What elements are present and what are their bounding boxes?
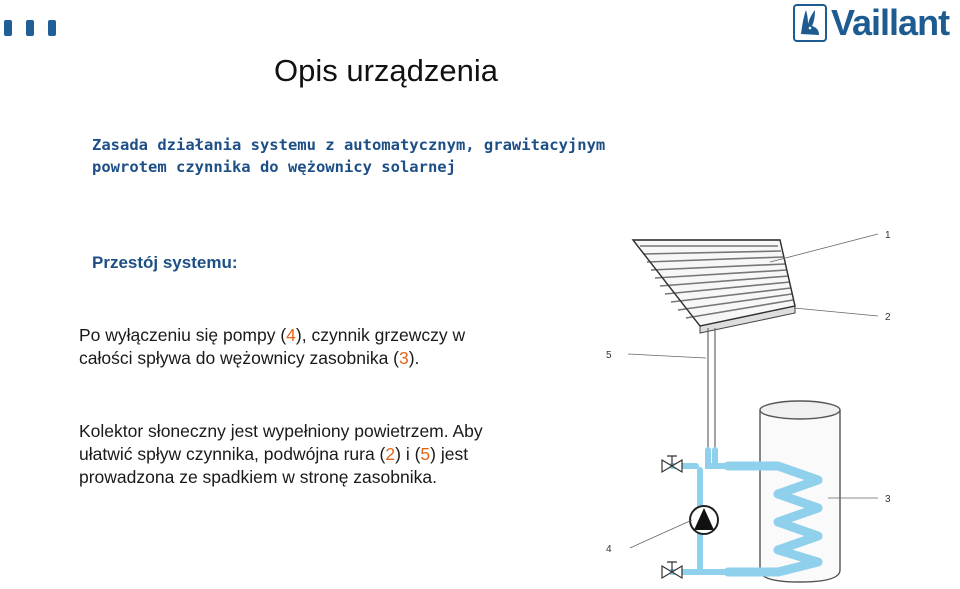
ref-number: 4 [286, 325, 296, 345]
page-title: Opis urządzenia [274, 53, 499, 88]
text-segment: ), czynnik grzewczy w całości spływa do … [79, 325, 466, 368]
valve-icon [661, 561, 683, 580]
pump-icon [689, 505, 719, 535]
text-segment: ). [408, 348, 420, 368]
solar-collector [631, 239, 796, 334]
callout-3: 3 [885, 494, 891, 505]
paragraph-shutdown: Po wyłączeniu się pompy (4), czynnik grz… [79, 324, 479, 370]
double-pipe [707, 328, 716, 450]
subtitle-line-2: powrotem czynnika do wężownicy solarnej [92, 158, 456, 176]
heat-exchanger-coil [723, 461, 823, 577]
callout-1: 1 [885, 230, 891, 241]
section-heading: Przestój systemu: [92, 253, 238, 272]
ref-number: 5 [420, 444, 431, 464]
nav-dot [26, 20, 34, 36]
ref-number: 3 [399, 348, 409, 368]
callout-4: 4 [606, 544, 612, 555]
text-segment: ) i ( [395, 444, 421, 464]
valve-icon [661, 455, 683, 474]
text-segment: ) jest prowadzona ze spadkiem w stronę z… [79, 444, 469, 487]
text-segment: Kolektor słoneczny jest wypełniony powie… [79, 421, 483, 464]
logo-text: Vaillant [831, 2, 950, 43]
text-segment: Po wyłączeniu się pompy ( [79, 325, 287, 345]
subtitle-line-1: Zasada działania systemu z automatycznym… [92, 136, 606, 154]
nav-dot [48, 20, 56, 36]
nav-dot [4, 20, 12, 36]
subtitle: Zasada działania systemu z automatycznym… [92, 134, 605, 178]
callout-5: 5 [606, 350, 612, 361]
nav-dots [4, 20, 56, 36]
callout-2: 2 [885, 312, 891, 323]
ref-number: 2 [385, 444, 396, 464]
paragraph-collector: Kolektor słoneczny jest wypełniony powie… [79, 420, 499, 489]
hare-emblem-icon [793, 4, 827, 42]
solar-system-diagram: 1 2 3 4 5 [606, 230, 891, 583]
vaillant-logo: Vaillant [793, 2, 955, 44]
